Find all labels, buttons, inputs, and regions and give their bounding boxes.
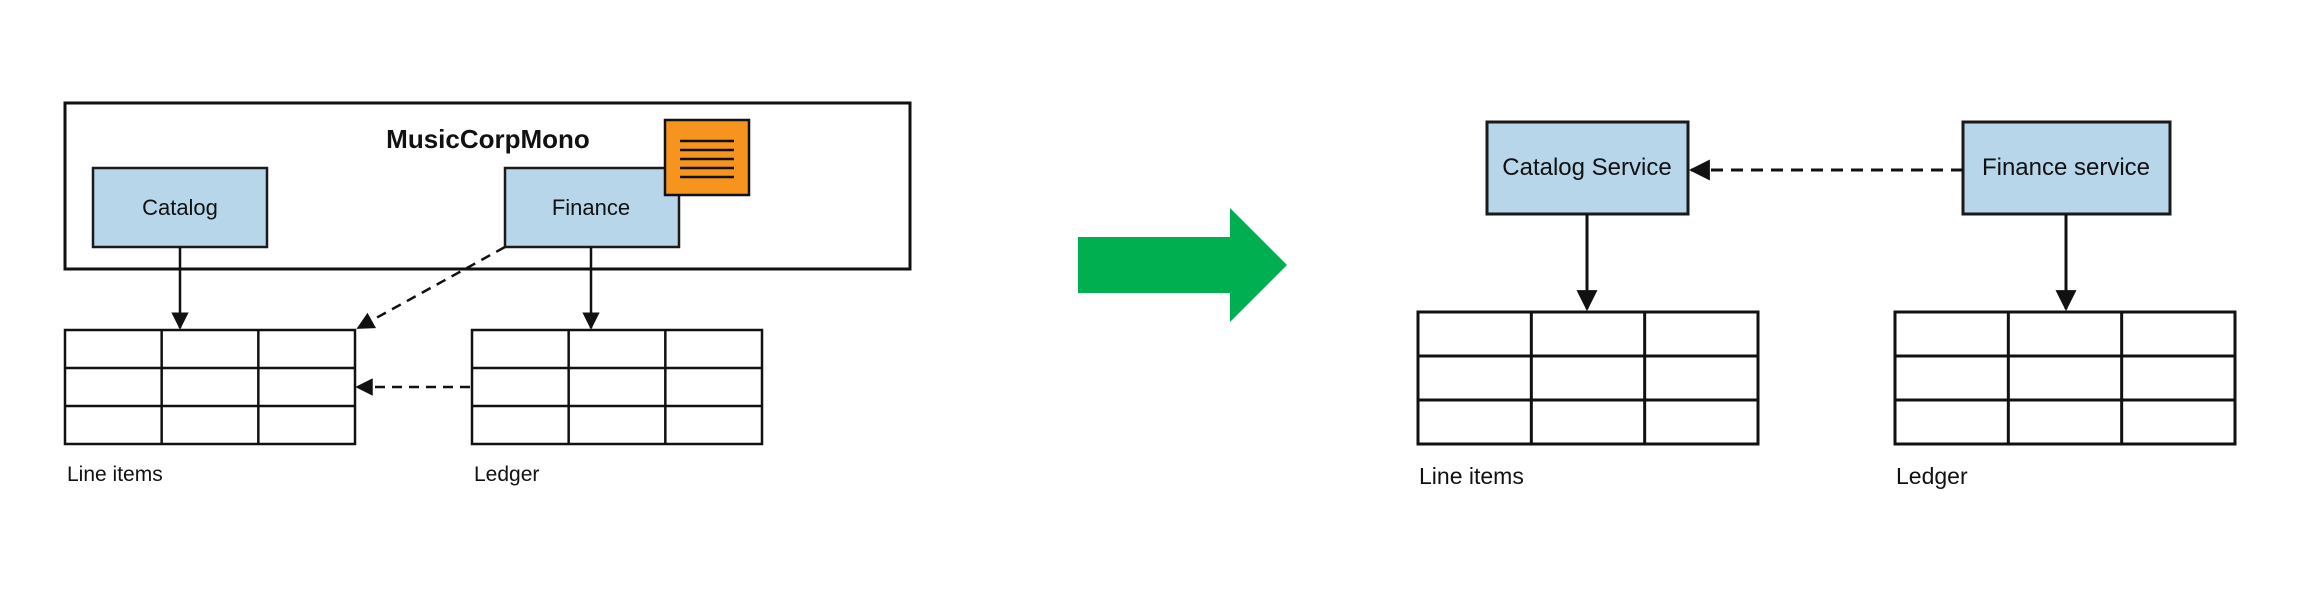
document-icon [663,118,751,197]
ledger-label-before: Ledger [474,463,539,486]
table-border [1893,310,2237,446]
document-icon-body [663,118,751,197]
line-items-table-after [1416,310,1760,446]
catalog-module-label: Catalog [142,195,218,220]
table-border [470,328,764,446]
catalog-service-label: Catalog Service [1502,154,1671,181]
finance-service: Finance service [1961,120,2172,216]
catalog-module: Catalog [91,166,269,249]
ledger-table-before [470,328,764,446]
monolith-title: MusicCorpMono [386,124,590,154]
catalog-module-box [91,166,269,249]
finance-service-label: Finance service [1982,154,2150,181]
finance-module-label: Finance [552,195,630,220]
monolith-section: MusicCorpMono Catalog Finance Line items [63,101,912,486]
catalog-service: Catalog Service [1485,120,1690,216]
services-section: Catalog Service Finance service Line ite… [1416,120,2237,489]
ledger-table-after [1893,310,2237,446]
line-items-label-before: Line items [67,463,163,486]
line-items-table-before [63,328,357,446]
line-items-label-after: Line items [1419,463,1524,489]
finance-to-line-items-dashed-arrow [356,245,506,330]
table-border [1416,310,1760,446]
right-arrow-icon [1078,208,1287,322]
finance-module: Finance [503,166,681,249]
ledger-label-after: Ledger [1896,463,1968,489]
table-border [63,328,357,446]
